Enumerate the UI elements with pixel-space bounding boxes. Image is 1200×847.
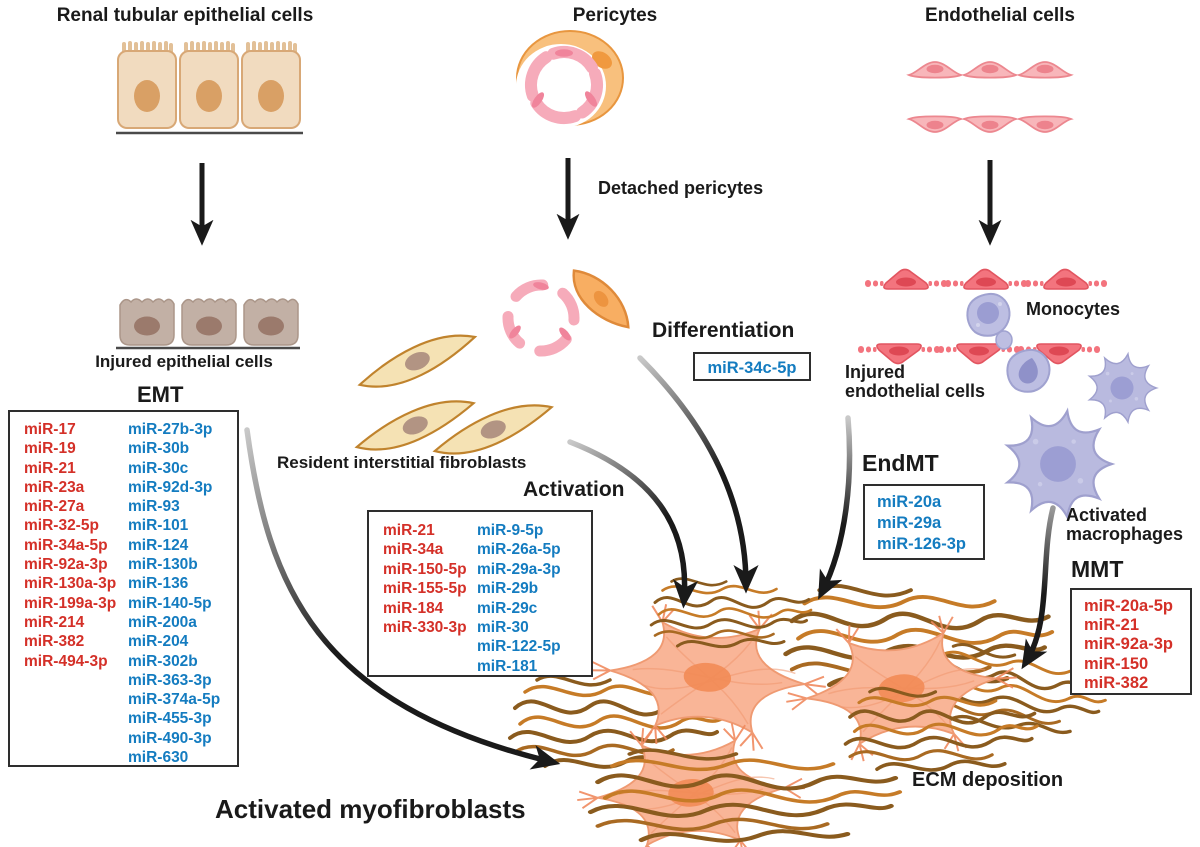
mmt-title: MMT xyxy=(1071,556,1124,582)
detached-pericytes-illustration xyxy=(502,269,630,357)
mirna-item: miR-29a xyxy=(877,514,942,532)
injured-endothelial-cells-label: Injured endothelial cells xyxy=(845,362,986,402)
arrow-activation-to-myofibroblasts xyxy=(567,439,699,609)
endmt-mirna-box: miR-20a miR-29a miR-126-3p xyxy=(863,484,985,560)
mirna-item: miR-32-5p xyxy=(24,517,99,535)
mirna-item: miR-490-3p xyxy=(128,729,212,747)
mirna-item: miR-30c xyxy=(128,459,189,477)
mirna-item: miR-204 xyxy=(128,633,189,651)
endothelial-cells-illustration xyxy=(908,61,1072,133)
mirna-item: miR-23a xyxy=(24,478,85,496)
renal-epithelial-cells-illustration xyxy=(116,41,303,135)
mirna-item: miR-92a-3p xyxy=(24,556,108,574)
mirna-item: miR-363-3p xyxy=(128,671,212,689)
activated-macrophages-label: Activated macrophages xyxy=(1066,505,1184,545)
mirna-item: miR-29b xyxy=(477,580,539,598)
mirna-item: miR-302b xyxy=(128,652,198,670)
ecm-deposition-label: ECM deposition xyxy=(912,769,1064,791)
mirna-item: miR-130b xyxy=(128,556,198,574)
activated-myofibroblasts-label: Activated myofibroblasts xyxy=(215,794,526,824)
mirna-item: miR-34a-5p xyxy=(24,536,108,554)
arrow-mmt-to-myofibroblasts xyxy=(1021,505,1056,670)
pericyte-capillary-illustration xyxy=(516,30,624,128)
mirna-item: miR-27b-3p xyxy=(128,421,213,438)
mirna-item: miR-214 xyxy=(24,613,85,631)
arrow-differentiation-to-myofibroblasts xyxy=(637,355,759,594)
mirna-item: miR-29a-3p xyxy=(477,560,561,578)
mirna-item: miR-92d-3p xyxy=(128,478,213,496)
mirna-item: miR-17 xyxy=(24,421,76,438)
mirna-item: miR-136 xyxy=(128,575,189,593)
mirna-item: miR-34c-5p xyxy=(707,359,797,377)
mirna-item: miR-34a xyxy=(383,541,444,559)
monocytes-illustration xyxy=(966,292,1051,393)
mirna-item: miR-27a xyxy=(24,498,85,516)
monocyte-bridge-blob xyxy=(995,330,1013,350)
injured-epithelial-cells-label: Injured epithelial cells xyxy=(95,352,273,371)
mirna-item: miR-20a xyxy=(877,493,942,511)
mirna-item: miR-19 xyxy=(24,440,76,458)
mirna-item: miR-30 xyxy=(477,619,529,637)
mirna-item: miR-21 xyxy=(1084,616,1140,635)
mirna-item: miR-124 xyxy=(128,536,189,554)
mirna-item: miR-93 xyxy=(128,498,180,516)
mirna-item: miR-455-3p xyxy=(128,710,212,728)
mirna-item: miR-21 xyxy=(383,522,435,539)
mirna-item: miR-126-3p xyxy=(877,535,966,553)
mirna-item: miR-374a-5p xyxy=(128,691,221,709)
mirna-item: miR-199a-3p xyxy=(24,594,117,612)
mirna-item: miR-200a xyxy=(128,613,197,631)
resident-fibroblasts-illustration xyxy=(350,327,559,462)
mirna-item: miR-184 xyxy=(383,599,444,617)
mirna-item: miR-20a-5p xyxy=(1084,597,1173,615)
renal-tubular-epithelial-cells-label: Renal tubular epithelial cells xyxy=(56,5,314,26)
mirna-item: miR-30b xyxy=(128,440,190,458)
mirna-item: miR-140-5p xyxy=(128,594,212,612)
endothelial-cells-label: Endothelial cells xyxy=(925,5,1075,26)
mirna-item: miR-330-3p xyxy=(383,619,467,637)
monocytes-label: Monocytes xyxy=(1026,299,1121,319)
injured-epithelial-cells-illustration xyxy=(116,298,300,350)
pericytes-label: Pericytes xyxy=(572,5,658,26)
endmt-mirnas: miR-20a miR-29a miR-126-3p xyxy=(877,492,966,555)
mirna-item: miR-29c xyxy=(477,599,538,617)
detached-pericytes-label: Detached pericytes xyxy=(598,178,764,198)
mirna-item: miR-630 xyxy=(128,749,189,767)
mirna-item: miR-494-3p xyxy=(24,652,108,670)
resident-interstitial-fibroblasts-label: Resident interstitial fibroblasts xyxy=(277,453,527,472)
mirna-item: miR-155-5p xyxy=(383,580,467,598)
mirna-item: miR-26a-5p xyxy=(477,541,561,559)
mirna-item: miR-101 xyxy=(128,517,189,535)
mirna-item: miR-382 xyxy=(24,633,85,651)
mirna-item: miR-382 xyxy=(1084,673,1149,692)
mirna-item: miR-150-5p xyxy=(383,560,467,578)
differentiation-mirnas: miR-34c-5p xyxy=(695,358,809,378)
arrow-endmt-to-myofibroblasts xyxy=(818,415,853,600)
arrow-emt-to-myofibroblasts xyxy=(244,427,561,770)
activation-title: Activation xyxy=(523,478,625,501)
mirna-item: miR-122-5p xyxy=(477,638,561,656)
mirna-item: miR-21 xyxy=(24,459,76,477)
emt-title: EMT xyxy=(137,382,184,407)
mirna-item: miR-181 xyxy=(477,657,538,675)
mirna-item: miR-92a-3p xyxy=(1084,635,1173,654)
mirna-item: miR-9-5p xyxy=(477,522,544,539)
differentiation-title: Differentiation xyxy=(652,319,795,342)
mirna-item: miR-150 xyxy=(1084,654,1149,673)
differentiation-mirna-box: miR-34c-5p xyxy=(693,352,811,381)
mirna-item: miR-130a-3p xyxy=(24,575,117,593)
endmt-title: EndMT xyxy=(862,450,939,476)
